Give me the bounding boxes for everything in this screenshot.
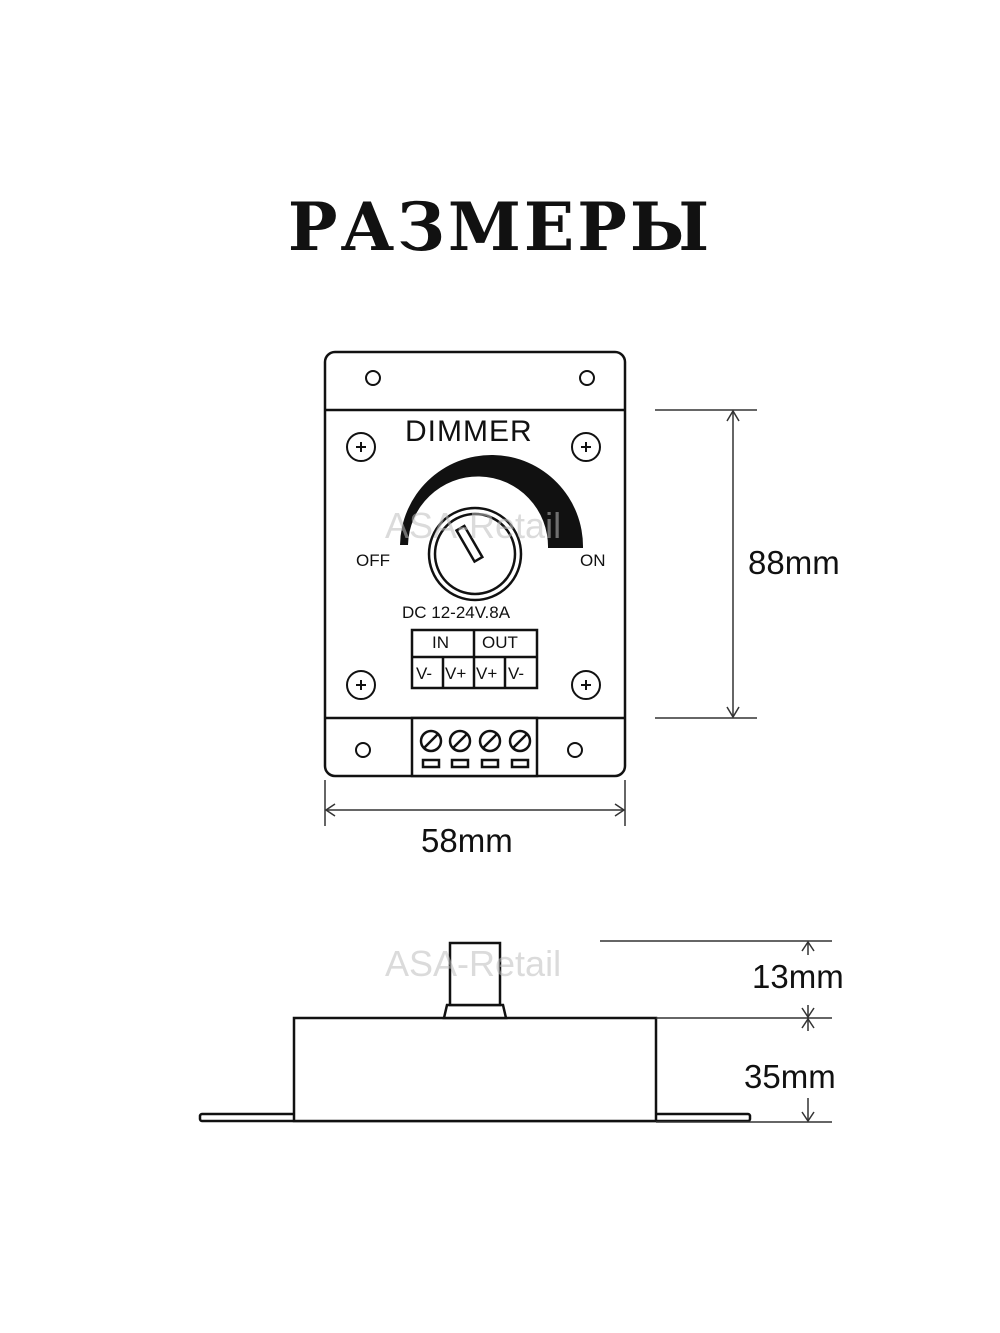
screw-icon [346, 432, 376, 462]
height-dimension [655, 409, 757, 719]
height-dimension-label: 88mm [748, 544, 840, 581]
knob-height-label: 13mm [752, 958, 844, 995]
page-title: РАЗМЕРЫ [287, 188, 713, 266]
terminal-pin: V- [416, 664, 433, 683]
body-depth-label: 35mm [744, 1058, 836, 1095]
side-view-drawing [198, 941, 752, 1123]
screw-icon [346, 670, 376, 700]
terminal-screw-icon [508, 729, 532, 769]
screw-icon [571, 670, 601, 700]
knob-icon [427, 506, 523, 602]
on-label: ON [580, 551, 606, 570]
mount-hole-icon [567, 742, 583, 758]
terminal-table [410, 628, 539, 690]
off-label: OFF [356, 551, 390, 570]
mount-hole-icon [355, 742, 371, 758]
rating-label: DC 12-24V.8A [402, 603, 511, 622]
side-dimensions [600, 940, 832, 1123]
terminal-screw-icon [419, 729, 443, 769]
watermark-side: ASA-Retail [385, 943, 562, 984]
device-label: DIMMER [405, 415, 533, 448]
width-dimension-label: 58mm [421, 822, 513, 859]
width-dimension [324, 780, 626, 826]
terminal-screw-icon [448, 729, 472, 769]
terminal-pin: V+ [445, 664, 467, 683]
terminal-block [410, 716, 539, 778]
terminal-group-out: OUT [482, 633, 518, 652]
watermark-front: ASA-Retail [385, 505, 562, 546]
screw-icon [571, 432, 601, 462]
terminal-group-in: IN [432, 633, 449, 652]
mount-hole-icon [365, 370, 381, 386]
terminal-pin: V- [508, 664, 525, 683]
terminal-screw-icon [478, 729, 502, 769]
dial-arc-icon [400, 454, 584, 548]
terminal-pin: V+ [476, 664, 498, 683]
mount-hole-icon [579, 370, 595, 386]
